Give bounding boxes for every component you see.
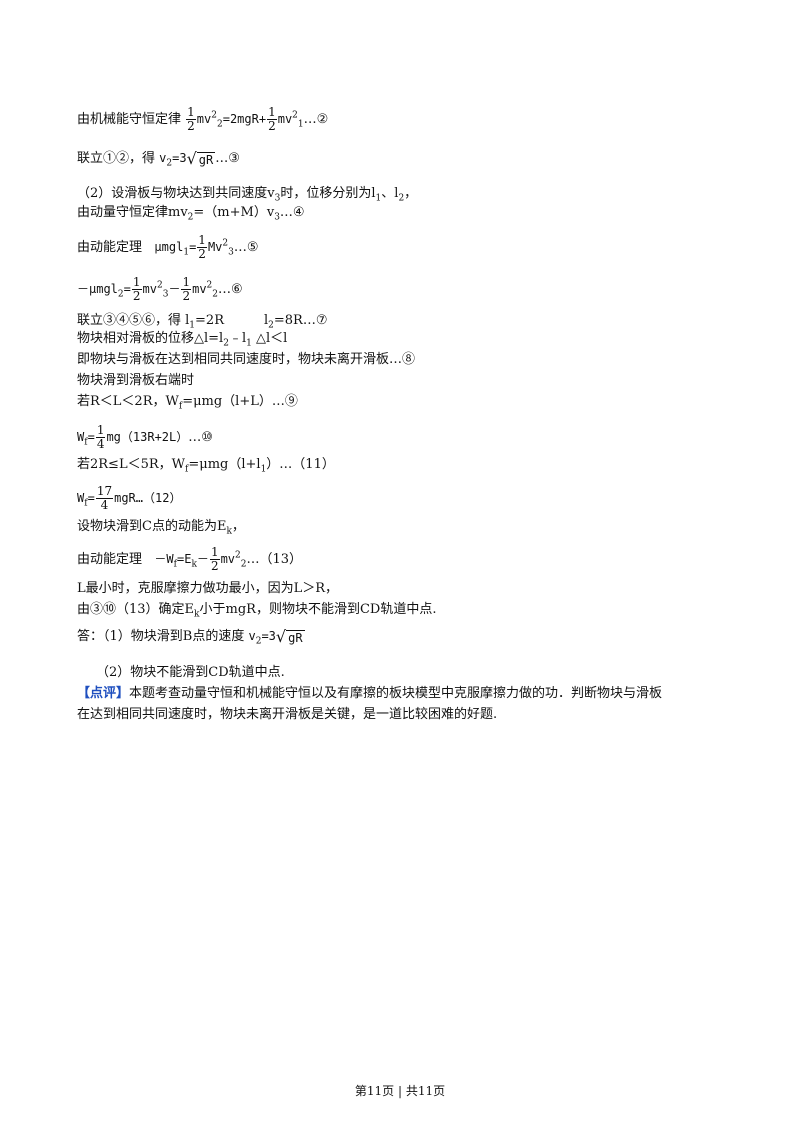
text-l-minimum: L最小时，克服摩擦力做功最小，因为L＞R， [77,581,339,596]
text-part2-setup: （2）设滑板与物块达到共同速度v3时，位移分别为l1、l2， [77,186,418,204]
review-paragraph-line1: 【点评】本题考查动量守恒和机械能守恒以及有摩擦的板块模型中克服摩擦力做的功．判断… [77,686,663,701]
eq-combine-v2: 联立①②，得 v2=3√gR…③ [77,148,240,169]
sqrt-symbol: √gR [186,148,216,168]
eq-momentum: 由动量守恒定律mv2=（m+M）v3…④ [77,205,305,223]
review-paragraph-line2: 在达到相同共同速度时，物块未离开滑板是关键，是一道比较困难的好题. [77,707,498,722]
text-kinetic-c: 设物块滑到C点的动能为Ek， [77,519,245,537]
text-case2: 若2R≤L＜5R，Wf=μmg（l+l1）…（11） [77,457,335,475]
answer-1: 答：（1）物块滑到B点的速度 v2=3√gR [77,626,305,647]
text-block-end: 物块滑到滑板右端时 [77,373,195,388]
text-relative-displacement: 物块相对滑板的位移△l=l2﹣l1 △l＜l [77,331,288,349]
review-tag: 【点评】 [77,686,130,701]
sqrt-symbol: √gR [275,626,305,646]
answer-2: （2）物块不能滑到CD轨道中点. [96,665,285,680]
text-final-conclusion: 由③⑩（13）确定Ek小于mgR，则物块不能滑到CD轨道中点. [77,602,437,620]
text-conclusion-8: 即物块与滑板在达到相同共同速度时，物块未离开滑板…⑧ [77,352,416,367]
text-case1: 若R＜L＜2R，Wf=μmg（l+L）…⑨ [77,394,298,412]
page-footer: 第11页 | 共11页 [354,1084,446,1098]
